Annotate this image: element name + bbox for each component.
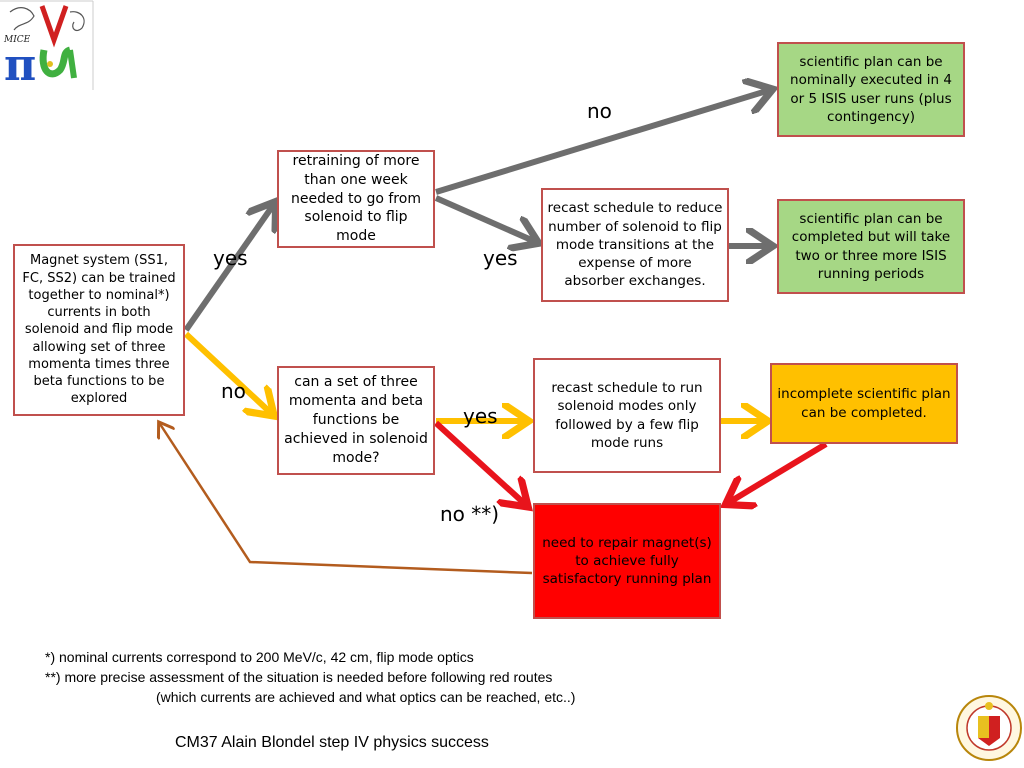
label-yes-recast-flip: yes xyxy=(483,246,518,270)
node-recast-flip: recast schedule to reduce number of sole… xyxy=(541,188,729,302)
arrow-incomplete-to-repair xyxy=(728,441,828,503)
arrow-retraining-to-recast-flip xyxy=(434,195,536,242)
footnote-currents-optics: (which currents are achieved and what op… xyxy=(156,689,576,705)
node-plan-nominal: scientific plan can be nominally execute… xyxy=(777,42,965,137)
svg-text:MICE: MICE xyxy=(3,35,31,45)
footnote-nominal-currents: *) nominal currents correspond to 200 Me… xyxy=(45,649,474,665)
label-no-repair: no **) xyxy=(440,502,500,526)
node-repair: need to repair magnet(s) to achieve full… xyxy=(533,503,721,619)
label-yes-recast-solenoid: yes xyxy=(463,404,498,428)
slide-credit: CM37 Alain Blondel step IV physics succe… xyxy=(175,734,489,751)
arrow-repair-to-magnet xyxy=(160,424,533,575)
label-no-plan-nominal: no xyxy=(587,99,612,123)
arrow-retraining-to-plan-nominal xyxy=(435,90,770,195)
arrow-magnet-to-three-momenta xyxy=(183,331,272,414)
node-retraining: retraining of more than one week needed … xyxy=(277,150,435,248)
mice-logo: MICE π xyxy=(0,0,96,92)
label-yes-retraining: yes xyxy=(213,246,248,270)
svg-text:π: π xyxy=(4,40,36,91)
node-incomplete: incomplete scientific plan can be comple… xyxy=(770,363,958,444)
node-magnet-system: Magnet system (SS1, FC, SS2) can be trai… xyxy=(13,244,185,416)
node-plan-two-three: scientific plan can be completed but wil… xyxy=(777,199,965,294)
node-three-momenta: can a set of three momenta and beta func… xyxy=(277,366,435,475)
university-geneva-seal xyxy=(954,692,1024,764)
arrow-magnet-to-retraining xyxy=(183,204,274,332)
node-recast-solenoid: recast schedule to run solenoid modes on… xyxy=(533,358,721,473)
footnote-assessment: **) more precise assessment of the situa… xyxy=(45,669,553,685)
arrow-three-momenta-to-repair xyxy=(433,420,526,505)
label-no-three-momenta: no xyxy=(221,379,246,403)
